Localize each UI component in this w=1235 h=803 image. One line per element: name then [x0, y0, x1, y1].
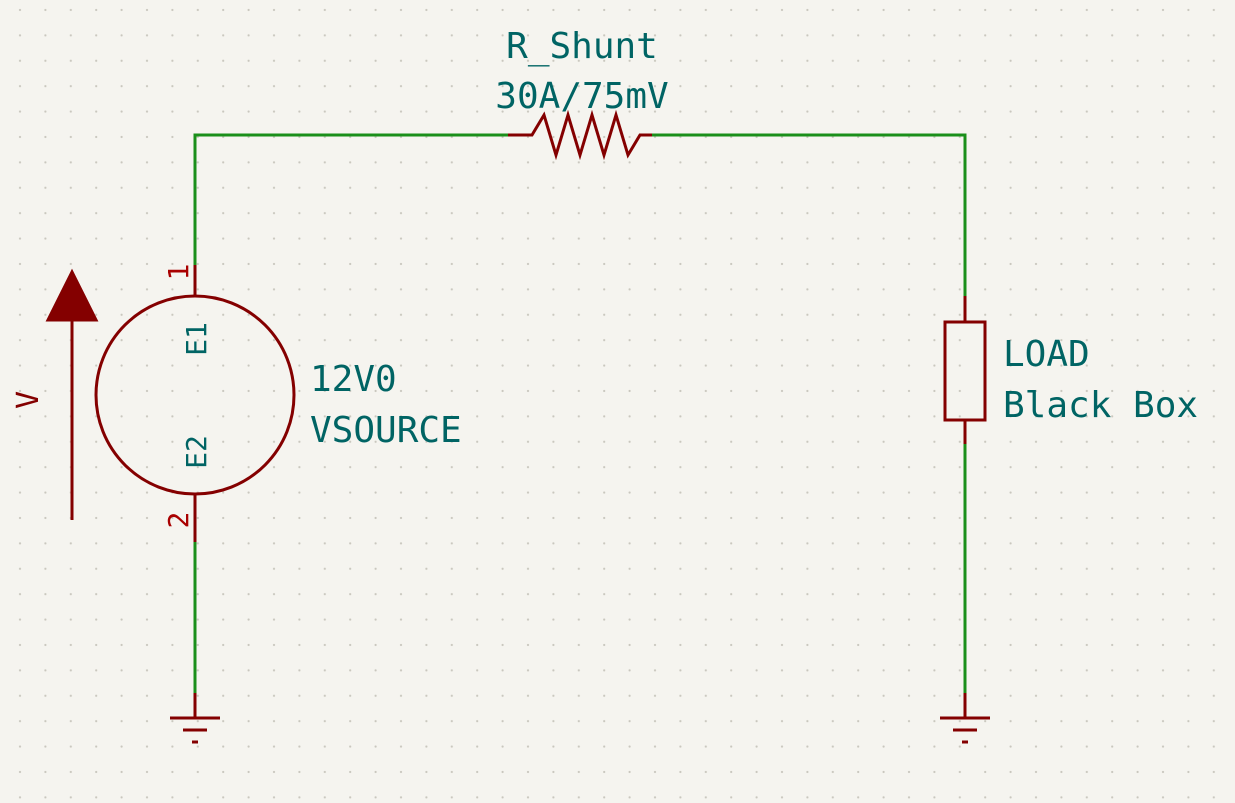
- ground-symbol-left-icon[interactable]: [170, 693, 220, 744]
- source-pin1-name: E1: [180, 322, 213, 356]
- shunt-reference: R_Shunt: [506, 26, 658, 67]
- source-pin2-name: E2: [180, 435, 213, 469]
- source-pin2-number: 2: [162, 512, 195, 529]
- load-name: LOAD: [1003, 334, 1090, 375]
- voltage-arrow-label: V: [11, 391, 46, 409]
- wires: [193, 133, 967, 695]
- wire-top-left[interactable]: [193, 133, 510, 267]
- shunt-resistor[interactable]: R_Shunt 30A/75mV: [495, 26, 669, 161]
- source-body-icon: [94, 294, 296, 496]
- load-value: Black Box: [1003, 385, 1198, 426]
- source-pin1-number: 1: [162, 264, 195, 281]
- source-type: VSOURCE: [310, 410, 462, 451]
- resistor-zigzag-icon: [508, 109, 652, 161]
- source-value: 12V0: [310, 359, 397, 400]
- wire-top-right[interactable]: [650, 133, 967, 298]
- load-component[interactable]: LOAD Black Box: [943, 296, 1198, 444]
- ground-symbol-right-icon[interactable]: [940, 693, 990, 744]
- voltage-source[interactable]: 1 2 E1 E2 V 12V0 VSOURCE: [11, 264, 462, 542]
- voltage-arrow-up-icon: [45, 268, 99, 322]
- shunt-value: 30A/75mV: [495, 76, 668, 117]
